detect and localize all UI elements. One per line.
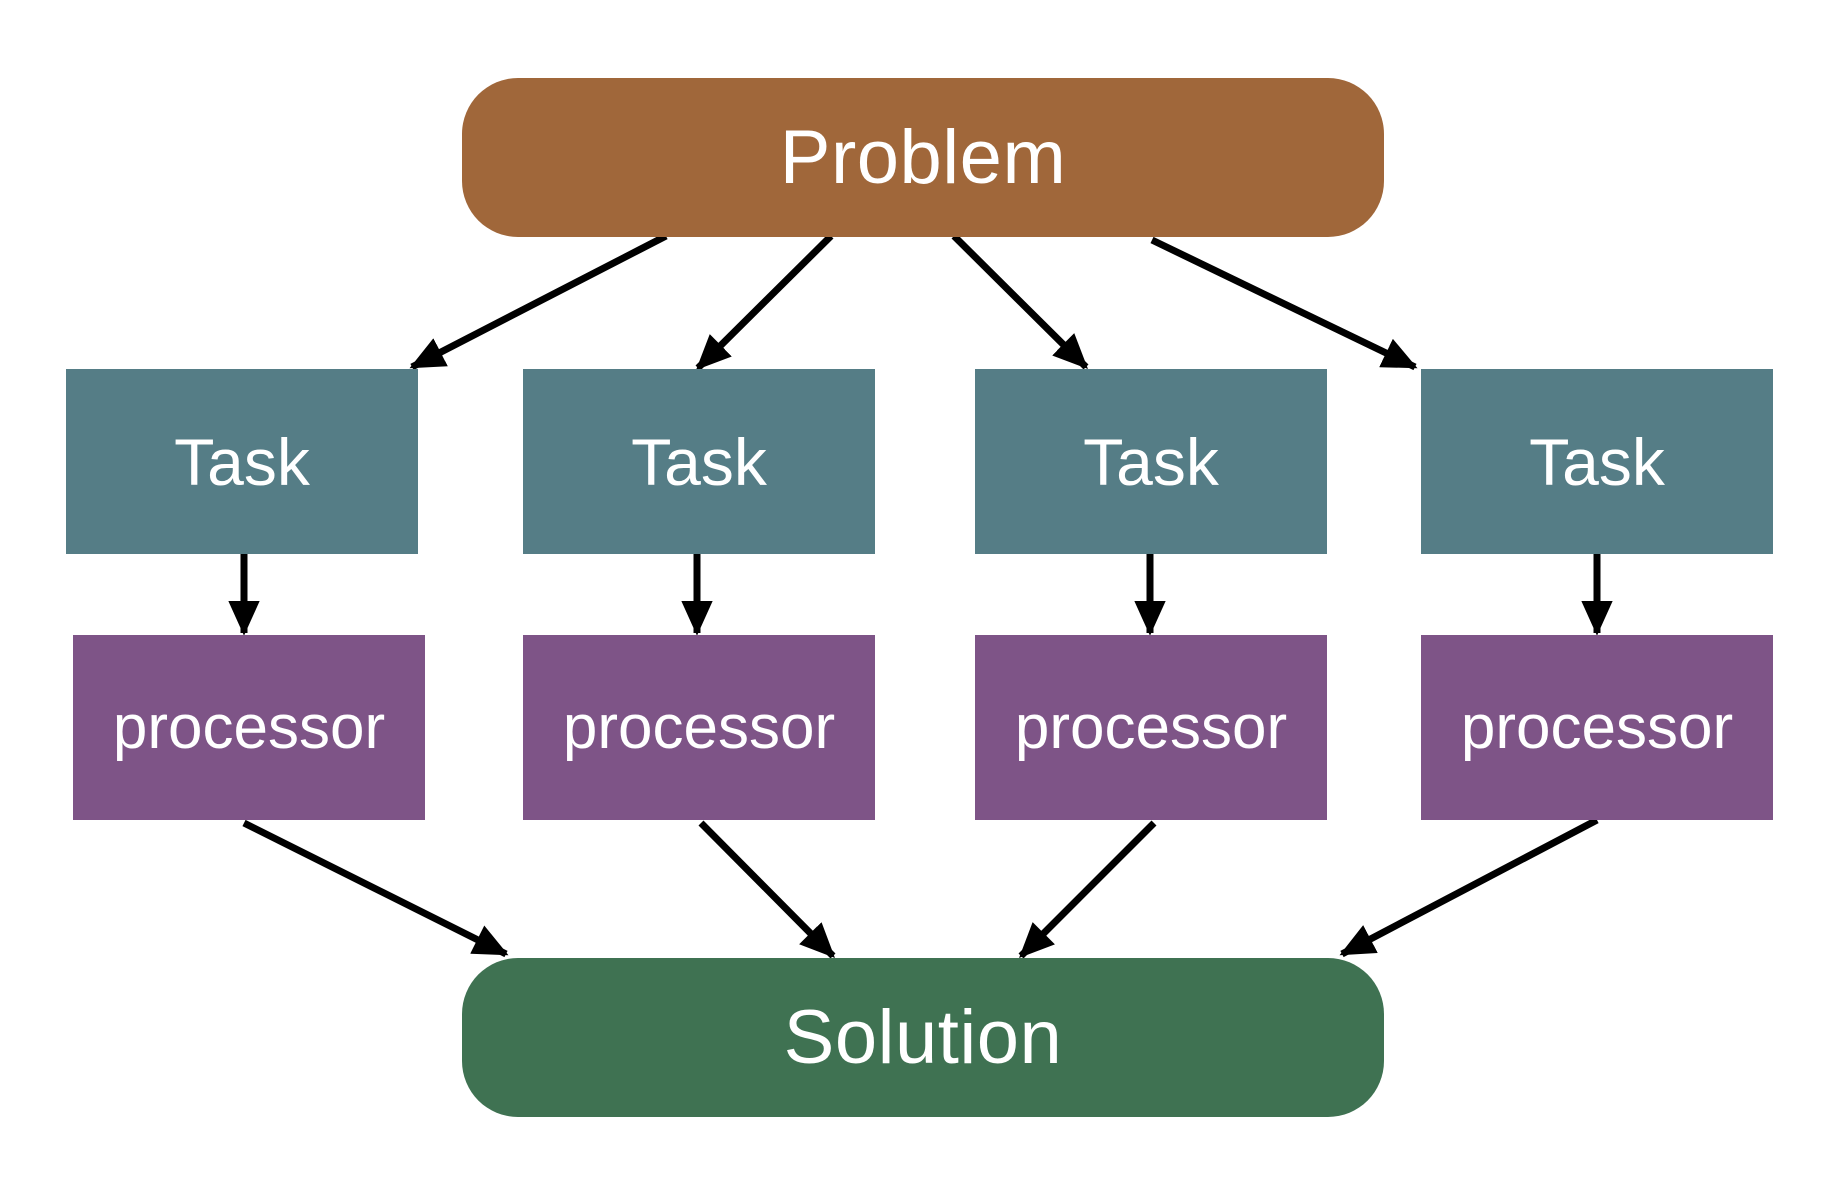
task-node-1: Task xyxy=(66,369,418,554)
processor-label: processor xyxy=(112,692,386,762)
task-label: Task xyxy=(1529,424,1665,499)
processor-label: processor xyxy=(1014,692,1288,762)
arrow-problem-to-task-3 xyxy=(951,233,1089,370)
task-node-4: Task xyxy=(1421,369,1773,554)
task-node-3: Task xyxy=(975,369,1327,554)
solution-node: Solution xyxy=(462,958,1384,1117)
problem-node: Problem xyxy=(462,78,1384,237)
arrow-problem-to-task-2 xyxy=(695,233,834,371)
processor-node-2: processor xyxy=(523,635,875,820)
arrow-processor-3-to-solution xyxy=(1018,820,1157,959)
task-label: Task xyxy=(631,424,767,499)
arrow-processor-4-to-solution xyxy=(1339,816,1599,958)
arrow-problem-to-task-1 xyxy=(409,232,668,371)
processor-node-4: processor xyxy=(1421,635,1773,820)
processor-label: processor xyxy=(1460,692,1734,762)
arrow-problem-to-task-4 xyxy=(1150,236,1418,371)
task-node-2: Task xyxy=(523,369,875,554)
task-label: Task xyxy=(174,424,310,499)
solution-label: Solution xyxy=(783,994,1063,1080)
processor-node-3: processor xyxy=(975,635,1327,820)
processor-label: processor xyxy=(562,692,836,762)
arrow-processor-1-to-solution xyxy=(242,819,509,958)
problem-label: Problem xyxy=(779,114,1067,200)
arrow-processor-2-to-solution xyxy=(698,820,836,959)
task-label: Task xyxy=(1083,424,1219,499)
processor-node-1: processor xyxy=(73,635,425,820)
